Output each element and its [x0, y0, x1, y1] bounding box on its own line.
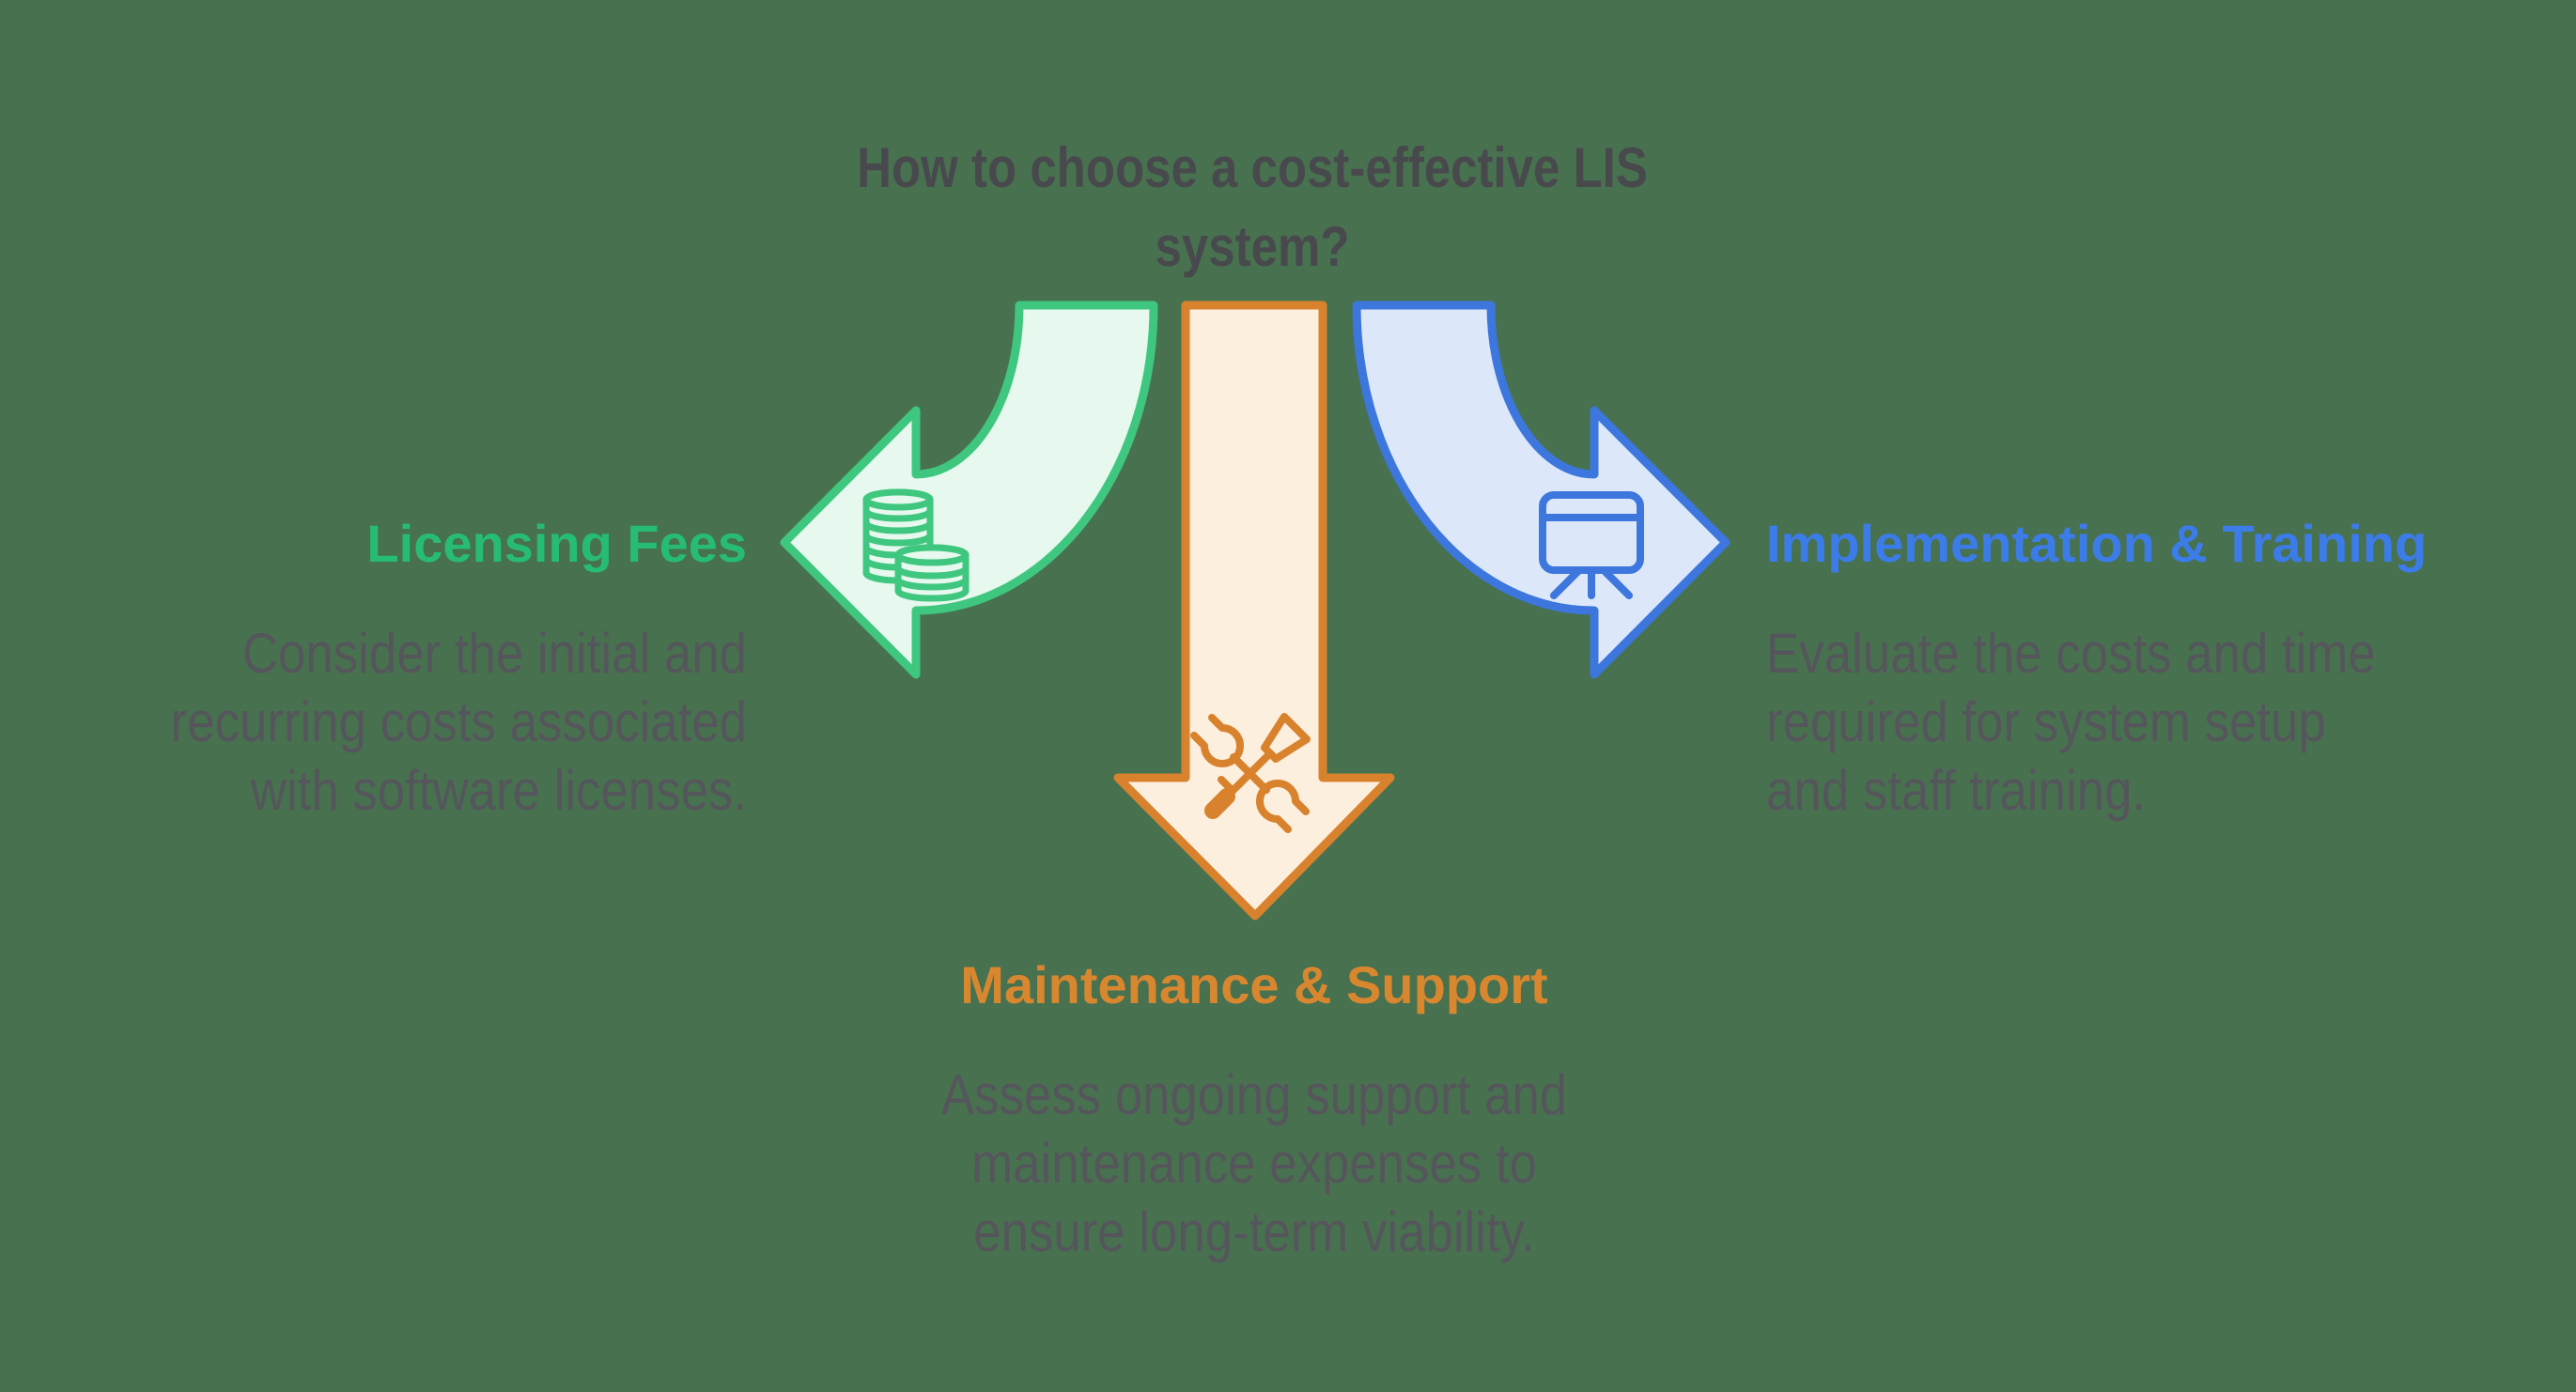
board-frame	[1539, 491, 1644, 574]
page-title: How to choose a cost-effective LIS syste…	[805, 129, 1699, 286]
maintenance-body: Assess ongoing support and maintenance e…	[882, 1060, 1626, 1266]
maintenance-body-line: Assess ongoing support and	[940, 1063, 1568, 1126]
presentation-board-icon	[1539, 491, 1644, 599]
maintenance-body-line: ensure long-term viability.	[973, 1200, 1535, 1263]
maintenance-body-line: maintenance expenses to	[971, 1132, 1537, 1195]
implementation-body: Evaluate the costs and time required for…	[1766, 619, 2477, 825]
page-title-line-1: How to choose a cost-effective LIS	[857, 136, 1648, 199]
section-implementation-training: Implementation & Training Evaluate the c…	[1766, 516, 2574, 825]
implementation-body-line: Evaluate the costs and time	[1766, 622, 2376, 685]
wrench-screwdriver-icon	[1190, 713, 1311, 833]
coins-icon	[862, 488, 970, 602]
maintenance-arrow-shape	[1113, 301, 1395, 920]
licensing-body-line: with software licenses.	[250, 759, 748, 822]
section-licensing-fees: Licensing Fees Consider the initial and …	[0, 516, 747, 825]
implementation-arrow	[1352, 301, 1730, 679]
page-title-line-2: system?	[1155, 215, 1350, 278]
licensing-arrow	[780, 301, 1158, 679]
maintenance-arrow	[1113, 301, 1395, 920]
screwdriver-tip	[1261, 713, 1311, 763]
licensing-body-line: recurring costs associated	[170, 690, 747, 753]
maintenance-heading: Maintenance & Support	[960, 955, 1548, 1014]
screwdriver-handle	[1204, 788, 1235, 819]
licensing-body: Consider the initial and recurring costs…	[53, 619, 747, 825]
implementation-body-line: required for system setup	[1766, 690, 2326, 753]
implementation-body-line: and staff training.	[1766, 759, 2147, 822]
implementation-heading: Implementation & Training	[1766, 514, 2428, 573]
section-maintenance-support: Maintenance & Support Assess ongoing sup…	[831, 957, 1677, 1266]
board-lines-and-legs	[1539, 514, 1644, 599]
implementation-arrow-shape	[1352, 301, 1730, 679]
licensing-body-line: Consider the initial and	[241, 622, 747, 685]
licensing-arrow-shape	[780, 301, 1158, 679]
licensing-heading: Licensing Fees	[366, 514, 747, 573]
